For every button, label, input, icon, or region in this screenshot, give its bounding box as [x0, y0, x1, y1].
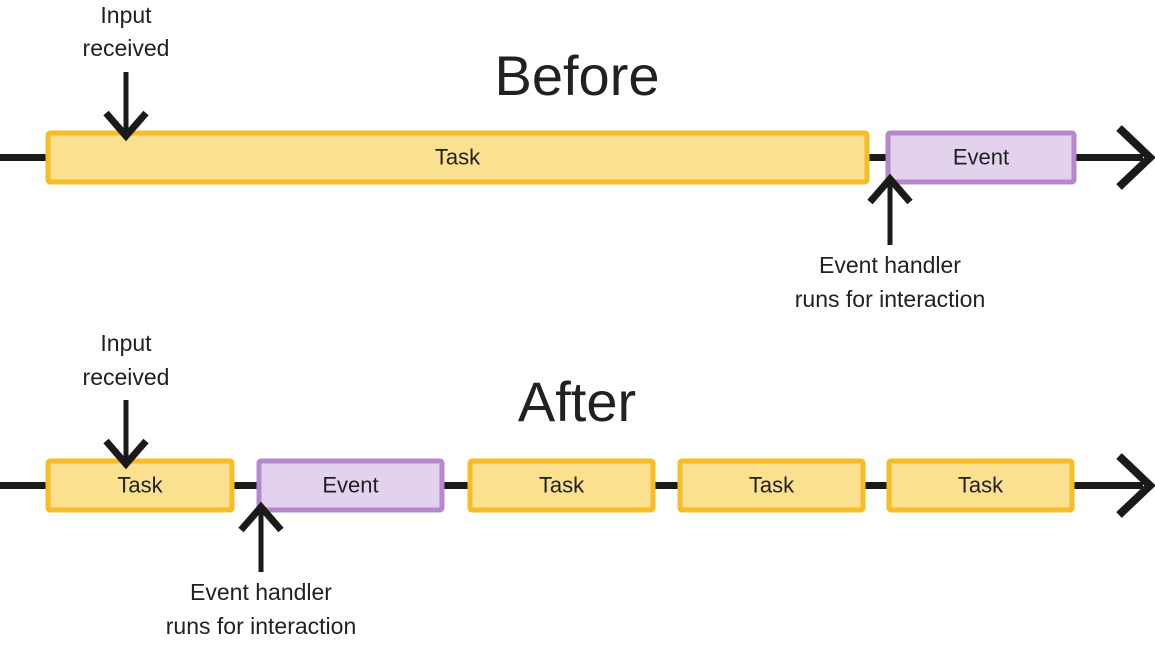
input-received-arrow-down-icon — [103, 110, 149, 142]
rail-arrow-head-icon — [1116, 125, 1155, 190]
rail-arrow-head-icon — [1116, 453, 1155, 518]
task-block-rect[interactable] — [886, 458, 1075, 513]
input-received-line2: received — [83, 364, 170, 390]
after-section: After Task Event Task — [0, 330, 1155, 639]
after-blocks: Task Event Task Task Task — [45, 458, 1075, 513]
event-block-label: Event — [322, 472, 378, 497]
after-task-block-2[interactable]: Task — [467, 458, 656, 513]
before-task-block[interactable]: Task — [45, 130, 870, 185]
before-title: Before — [495, 44, 660, 107]
task-block-label: Task — [749, 472, 795, 497]
input-received-line1: Input — [100, 330, 152, 356]
task-block-rect[interactable] — [467, 458, 656, 513]
input-received-line1: Input — [100, 2, 152, 28]
input-received-line2: received — [83, 35, 170, 61]
task-block-rect[interactable] — [677, 458, 866, 513]
before-event-block[interactable]: Event — [885, 130, 1077, 185]
after-task-block-4[interactable]: Task — [886, 458, 1075, 513]
task-block-label: Task — [117, 472, 163, 497]
task-block-label: Task — [435, 144, 481, 169]
event-block-rect[interactable] — [256, 458, 445, 513]
event-handler-line2: runs for interaction — [166, 613, 356, 639]
event-handler-arrow-up-icon — [867, 173, 913, 205]
after-title: After — [518, 370, 636, 433]
before-section: Before Task Event Input received — [0, 2, 1155, 312]
event-block-label: Event — [953, 144, 1009, 169]
event-handler-arrow-up-icon — [238, 501, 284, 533]
after-input-received-annotation: Input received — [83, 330, 170, 470]
event-handler-line1: Event handler — [190, 579, 332, 605]
event-handler-line1: Event handler — [819, 252, 961, 278]
event-block-rect[interactable] — [885, 130, 1077, 185]
before-blocks: Task Event — [45, 130, 1077, 185]
after-event-handler-annotation: Event handler runs for interaction — [166, 501, 356, 639]
input-received-arrow-down-icon — [103, 438, 149, 470]
task-block-label: Task — [958, 472, 1004, 497]
task-block-label: Task — [539, 472, 585, 497]
task-block-rect[interactable] — [45, 458, 235, 513]
after-task-block-3[interactable]: Task — [677, 458, 866, 513]
task-block-rect[interactable] — [45, 130, 870, 185]
before-event-handler-annotation: Event handler runs for interaction — [795, 173, 985, 312]
after-event-block[interactable]: Event — [256, 458, 445, 513]
event-handler-line2: runs for interaction — [795, 286, 985, 312]
after-task-block-1[interactable]: Task — [45, 458, 235, 513]
before-input-received-annotation: Input received — [83, 2, 170, 142]
